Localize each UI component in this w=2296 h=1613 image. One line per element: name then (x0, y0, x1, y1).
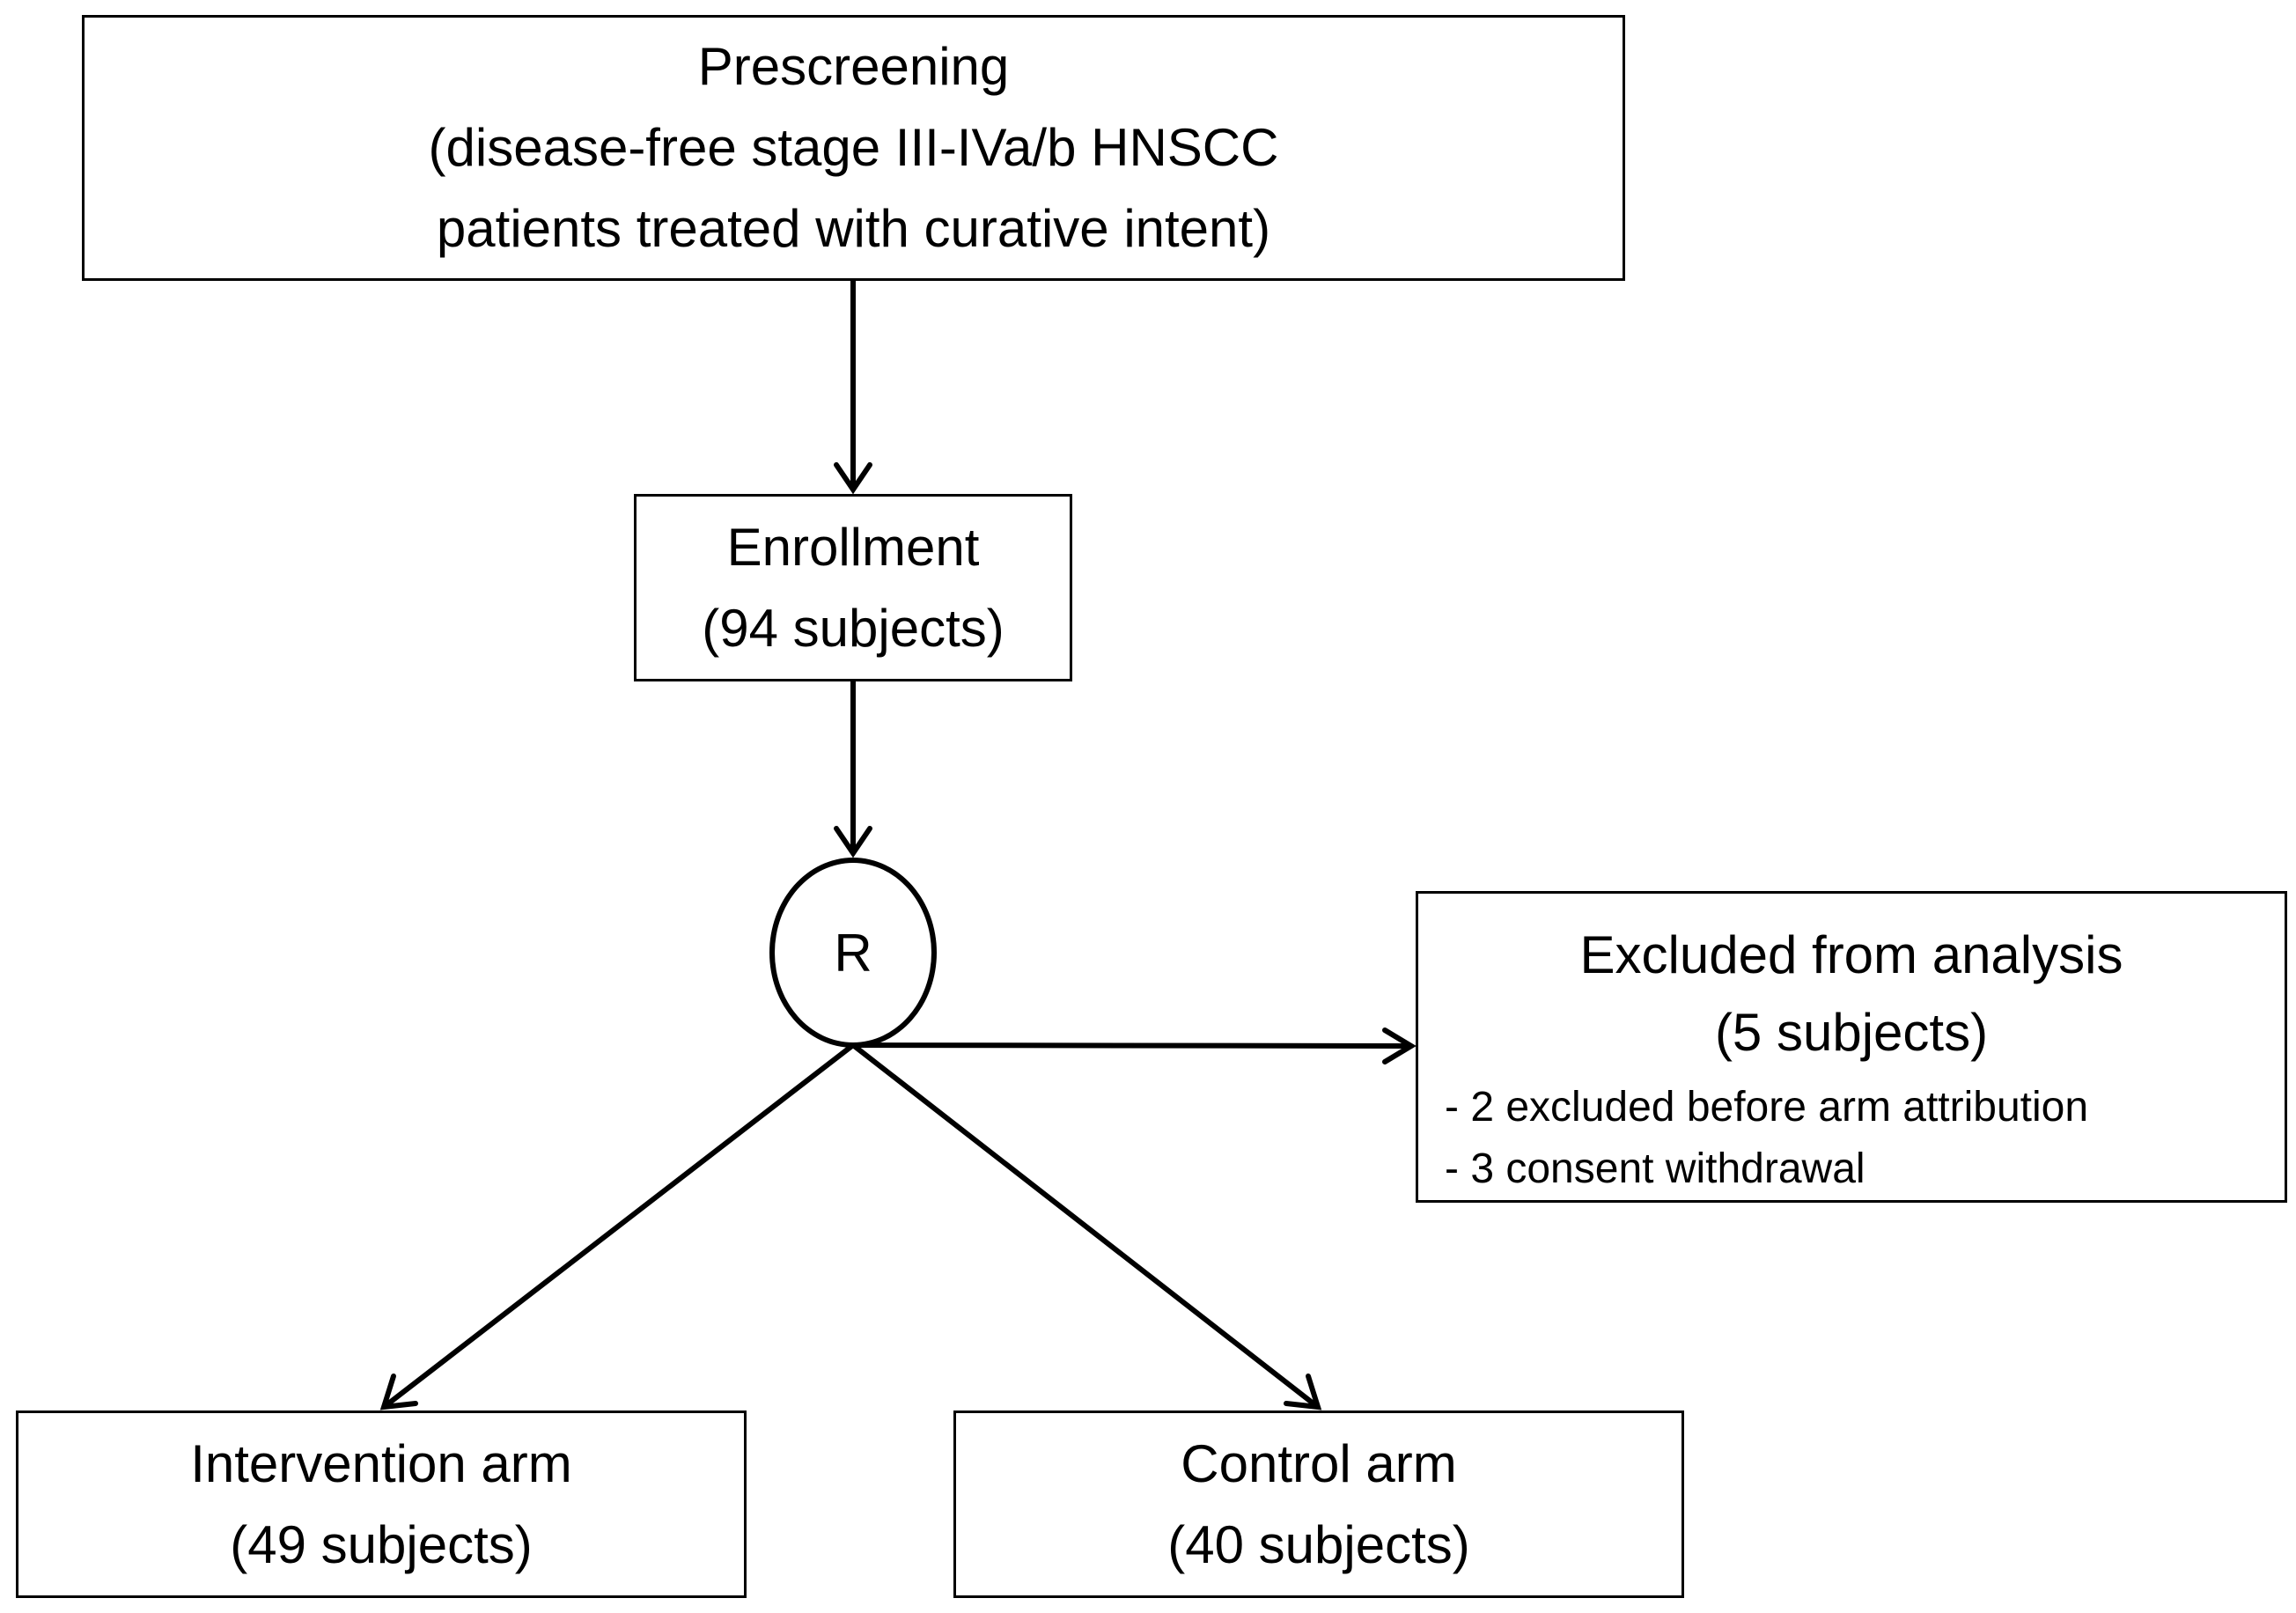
excluded-box: Excluded from analysis (5 subjects) - 2 … (1416, 891, 2287, 1203)
arrow-r-to-control (850, 1042, 1317, 1407)
prescreening-criteria-line-1: (disease-free stage III-IVa/b HNSCC (428, 118, 1279, 177)
arrowhead-control (1284, 1374, 1322, 1410)
excluded-details: - 2 excluded before arm attribution - 3 … (1418, 1077, 2285, 1200)
excluded-title: Excluded from analysis (1579, 925, 2123, 984)
arrow-r-to-intervention (385, 1042, 856, 1407)
enrollment-title: Enrollment (726, 517, 980, 577)
arrowhead-intervention (379, 1374, 418, 1410)
arrowhead-excluded (1382, 1027, 1417, 1064)
prescreening-box: Prescreening (disease-free stage III-IVa… (82, 15, 1625, 281)
arrowhead-enrollment (834, 462, 872, 495)
control-arm-count: (40 subjects) (1167, 1514, 1470, 1574)
enrollment-box: Enrollment (94 subjects) (634, 494, 1072, 681)
randomization-node: R (769, 858, 937, 1048)
randomization-label: R (834, 923, 872, 983)
excluded-count: (5 subjects) (1714, 1003, 1989, 1062)
prescreening-title: Prescreening (697, 37, 1010, 96)
arrowhead-r (834, 826, 872, 858)
excluded-detail-item: - 3 consent withdrawal (1445, 1145, 1866, 1192)
control-arm-title: Control arm (1181, 1433, 1457, 1493)
excluded-detail-item: - 2 excluded before arm attribution (1445, 1084, 2089, 1131)
intervention-arm-title: Intervention arm (190, 1433, 572, 1493)
arrow-r-to-excluded (850, 1042, 1411, 1049)
enrollment-count: (94 subjects) (702, 598, 1004, 658)
prescreening-criteria-line-2: patients treated with curative intent) (436, 199, 1271, 258)
intervention-arm-count: (49 subjects) (230, 1514, 533, 1574)
intervention-arm-box: Intervention arm (49 subjects) (16, 1410, 747, 1598)
control-arm-box: Control arm (40 subjects) (953, 1410, 1684, 1598)
